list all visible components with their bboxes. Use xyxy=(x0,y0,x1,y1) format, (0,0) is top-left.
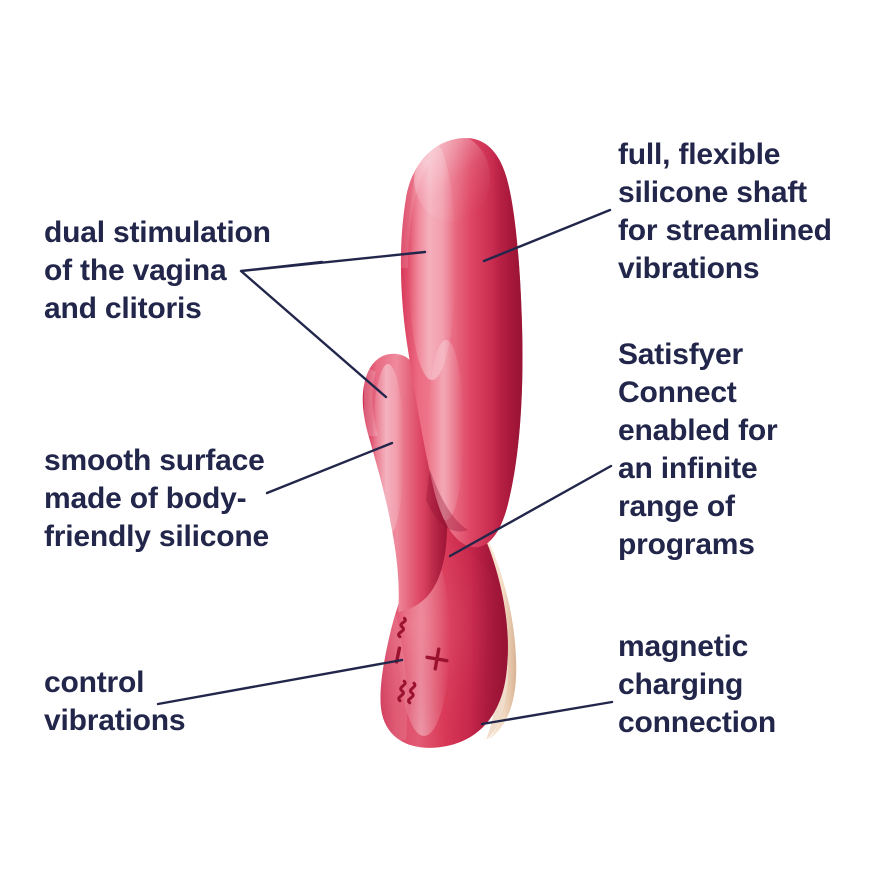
callout-flexible-shaft: full, flexible silicone shaft for stream… xyxy=(618,138,832,285)
product-shape xyxy=(362,138,523,748)
single-wave-icon[interactable] xyxy=(397,616,407,639)
dual-stimulation-leader-branch xyxy=(239,269,388,399)
callout-dual-stimulation: dual stimulation of the vagina and clito… xyxy=(44,216,271,325)
flexible-shaft-leader xyxy=(482,208,612,263)
minus-icon[interactable] xyxy=(394,646,402,664)
control-panel[interactable] xyxy=(394,616,449,705)
silicone-shaft xyxy=(400,138,523,548)
smooth-surface-leader xyxy=(265,441,394,495)
double-wave-icon[interactable] xyxy=(397,679,417,705)
satisfyer-connect-leader xyxy=(448,464,613,558)
callout-magnetic-charging: magnetic charging connection xyxy=(618,630,777,739)
callout-smooth-surface: smooth surface made of body- friendly si… xyxy=(44,444,269,553)
leader-lines xyxy=(156,208,614,726)
callout-control-vibrations: control vibrations xyxy=(44,666,186,737)
control-vibrations-leader xyxy=(156,658,404,706)
callout-satisfyer-connect: Satisfyer Connect enabled for an infinit… xyxy=(618,338,778,561)
magnetic-charging-leader xyxy=(480,700,614,726)
junction-shadow xyxy=(426,470,468,532)
plus-icon[interactable] xyxy=(425,647,449,671)
